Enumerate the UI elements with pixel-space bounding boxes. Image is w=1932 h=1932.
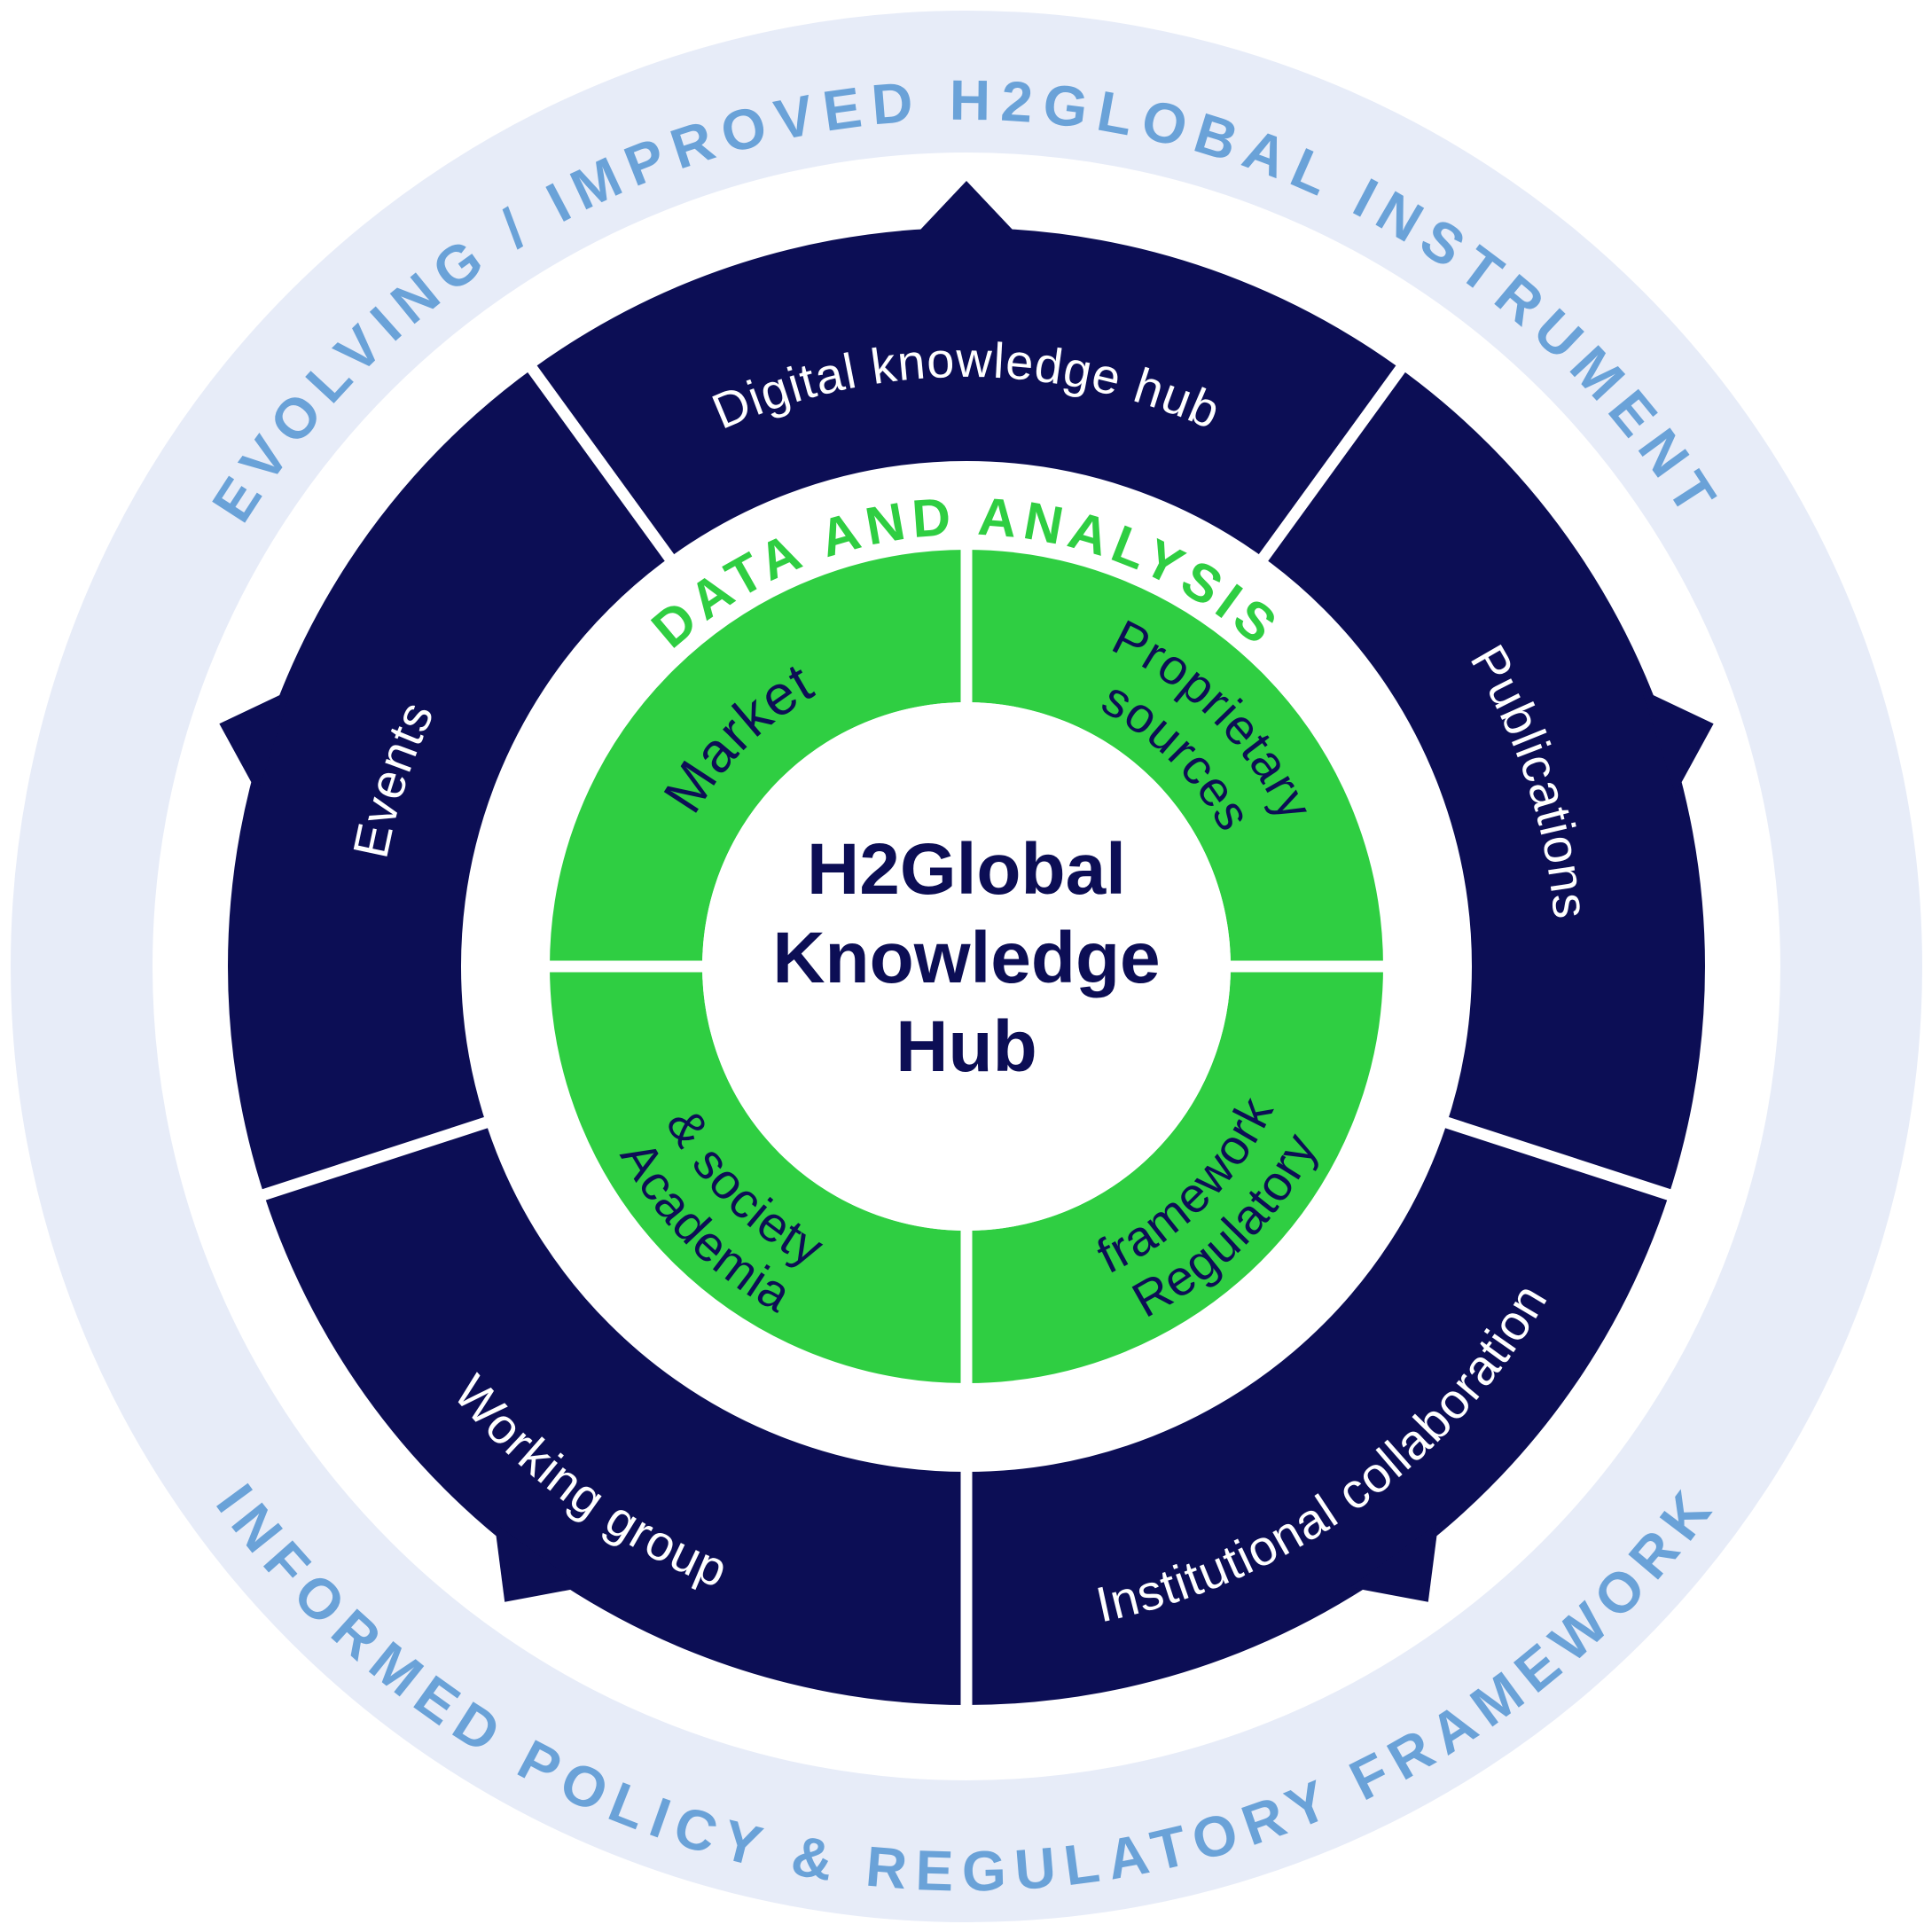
ring-divider [520,355,682,572]
segment-arrow-point [494,1522,583,1602]
hub-title-line2: Knowledge [772,918,1160,998]
segment-arrow-point [1641,689,1714,794]
segment-arrow-point [911,181,1021,239]
hub-title-line1: H2Global [807,829,1126,910]
activities-ring-points [219,181,1714,1602]
segment-arrow-point [219,689,292,794]
hub-circle [702,702,1231,1231]
segment-arrow-point [1349,1522,1439,1602]
data-analysis-ring-dividers [543,543,1390,1390]
activities-ring-dividers [249,355,1684,1718]
outcome-ring [11,11,1922,1922]
ring-divider [1433,1113,1684,1205]
ring-divider [1251,355,1413,572]
ring-divider [249,1113,500,1205]
hub-title-line3: Hub [896,1006,1036,1087]
